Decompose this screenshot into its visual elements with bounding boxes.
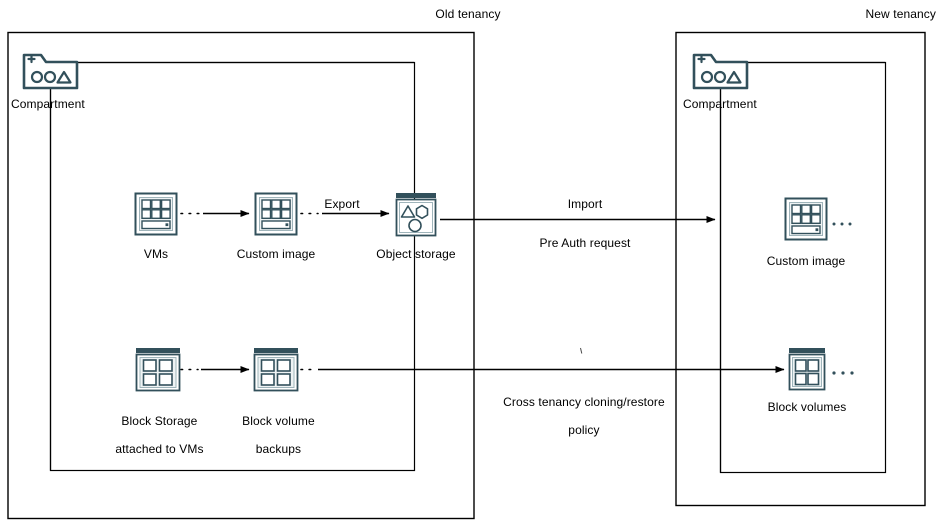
node-label-block-storage-line2: attached to VMs (115, 442, 204, 456)
node-label-vms: VMs (143, 247, 169, 261)
edge-label-cross-tenancy-policy-line2: policy (568, 423, 600, 437)
old-tenancy-box (7, 31, 475, 520)
compartment-folder-icon (692, 53, 749, 90)
edge-label-pre-auth-request: Pre Auth request (539, 236, 631, 250)
block-storage-icon (253, 348, 299, 392)
stray-tick-mark (580, 347, 583, 354)
edge-label-cross-tenancy-policy-line1: Cross tenancy cloning/restore (503, 395, 665, 409)
node-label-block-volume-backups-line2: backups (255, 442, 302, 456)
vm-grid-icon (254, 192, 298, 236)
node-label-block-volumes-new: Block volumes (767, 400, 847, 414)
node-label-object-storage: Object storage (376, 247, 456, 261)
block-storage-icon (788, 348, 826, 391)
vm-grid-icon (784, 197, 828, 241)
block-storage-icon (135, 348, 181, 392)
old-compartment-connectors (49, 61, 414, 471)
node-label-block-storage: Block Storage attached to VMs (105, 400, 207, 456)
old-tenancy-label: Old tenancy (435, 7, 501, 21)
new-compartment-label: Compartment (683, 97, 757, 111)
old-compartment-label: Compartment (11, 97, 85, 111)
edge-label-cross-tenancy-policy: Cross tenancy cloning/restore policy (478, 381, 683, 437)
trailing-dots-custom-image-new (832, 222, 852, 226)
vm-grid-icon (134, 192, 178, 236)
node-label-custom-image-old: Custom image (236, 247, 316, 261)
node-label-block-volume-backups-line1: Block volume (242, 414, 315, 428)
new-tenancy-box (675, 31, 926, 507)
node-label-custom-image-new: Custom image (766, 254, 846, 268)
new-compartment-connectors (719, 61, 885, 473)
compartment-folder-icon (22, 53, 79, 90)
edge-label-import: Import (567, 197, 603, 211)
node-label-block-storage-line1: Block Storage (121, 414, 198, 428)
edge-label-export: Export (324, 197, 360, 211)
node-label-block-volume-backups: Block volume backups (224, 400, 326, 456)
object-storage-icon (395, 193, 437, 237)
new-tenancy-label: New tenancy (865, 7, 936, 21)
trailing-dots-block-volumes-new (832, 371, 854, 375)
